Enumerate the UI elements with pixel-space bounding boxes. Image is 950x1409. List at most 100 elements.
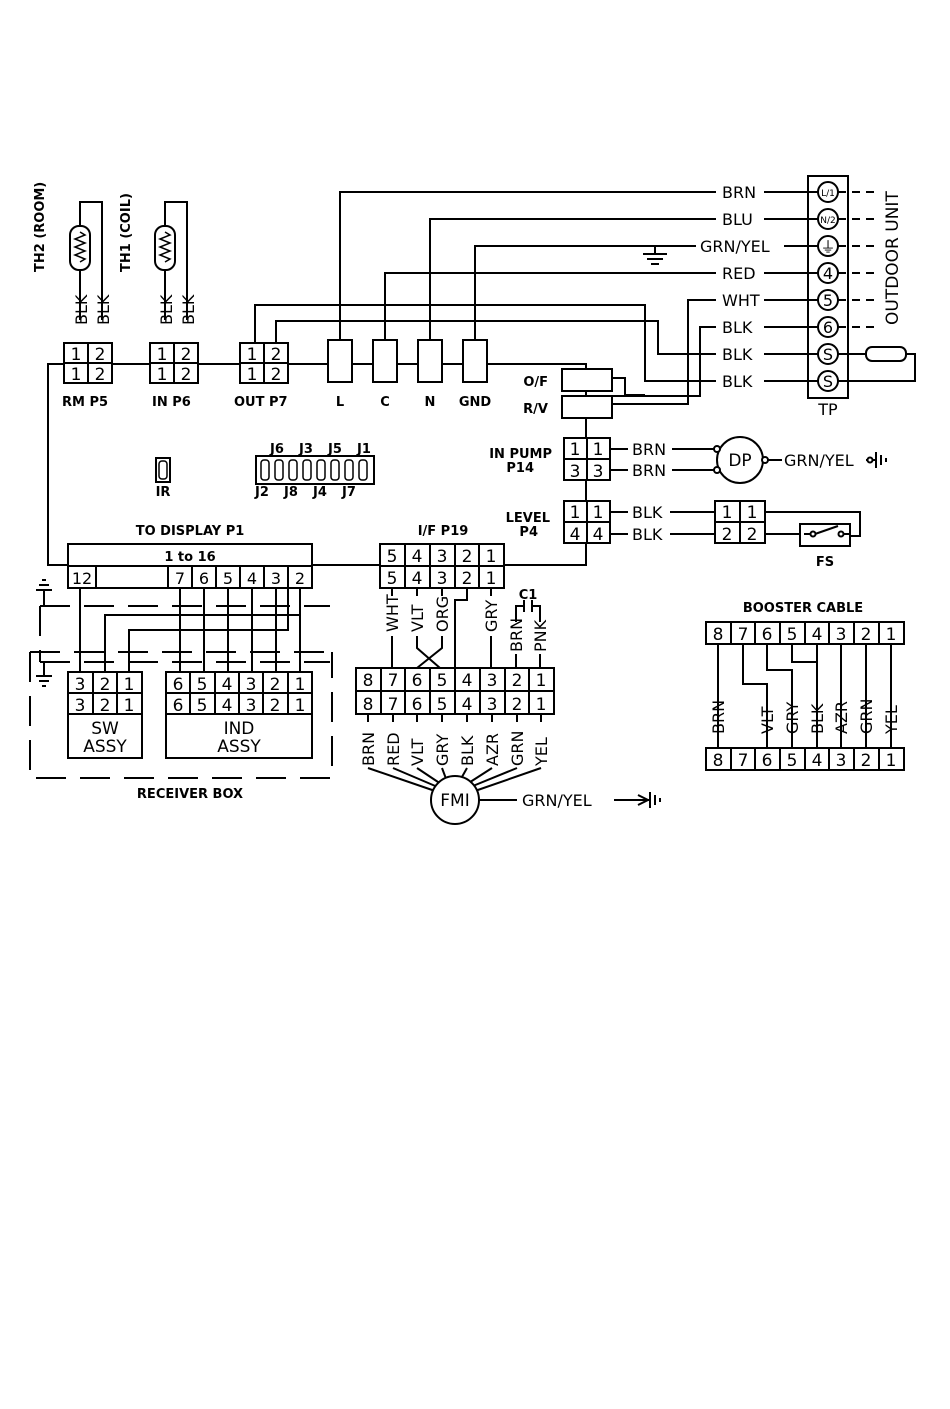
receiver-box: RECEIVER BOX 3 2 1 3 2 1 SW ASSY 6 5 4 3… <box>29 651 333 802</box>
svg-text:1: 1 <box>247 365 258 385</box>
svg-text:1: 1 <box>536 671 547 691</box>
svg-text:4: 4 <box>412 547 423 567</box>
level-wiring: BLK BLK 1 1 2 2 FS <box>610 500 861 570</box>
svg-text:3: 3 <box>437 547 448 567</box>
svg-text:2: 2 <box>271 365 282 385</box>
p7-label: OUT P7 <box>234 395 288 410</box>
if-wiring: WHT VLT ORG GRY C1 BRN PNK <box>383 588 550 669</box>
svg-text:3: 3 <box>487 671 498 691</box>
ind-assy-label-2: ASSY <box>217 737 261 757</box>
svg-text:1: 1 <box>570 440 581 460</box>
svg-text:5: 5 <box>197 696 208 716</box>
if-wire-wht: WHT <box>383 594 402 632</box>
fmi-wire-grn: GRN <box>508 731 527 766</box>
level-wire-blk-2: BLK <box>632 525 663 544</box>
sw-assy-label-2: ASSY <box>83 737 127 757</box>
svg-text:4: 4 <box>570 525 581 545</box>
svg-text:4: 4 <box>823 264 833 283</box>
svg-text:7: 7 <box>388 695 399 715</box>
wire-blu-label: BLU <box>722 210 753 229</box>
svg-text:1: 1 <box>886 751 897 771</box>
relay-of: O/F <box>523 368 613 392</box>
level-connector: 1 1 4 4 LEVEL P4 <box>506 500 611 545</box>
th2-wire-label-1: BLK <box>72 294 91 325</box>
if-p19-connector: I/F P19 5 4 3 2 1 5 4 3 2 1 <box>379 524 505 589</box>
jumper-j7-label: J7 <box>341 485 356 500</box>
svg-text:7: 7 <box>388 671 399 691</box>
svg-text:N/2: N/2 <box>820 216 836 226</box>
wire-blk-label-3: BLK <box>722 372 753 391</box>
booster-wire-yel: YEL <box>882 705 901 735</box>
svg-text:6: 6 <box>199 569 209 588</box>
ind-assy-label-1: IND <box>224 719 255 739</box>
svg-text:2: 2 <box>181 345 192 365</box>
capacitor-c1-label: C1 <box>519 588 538 603</box>
relay-rv: R/V <box>523 395 613 419</box>
fmi-wire-blk: BLK <box>458 735 477 766</box>
connector-p5: 1 2 1 2 RM P5 <box>62 342 113 410</box>
th1-label: TH1 (COIL) <box>119 193 134 272</box>
svg-text:3: 3 <box>75 696 86 716</box>
svg-text:4: 4 <box>593 525 604 545</box>
svg-text:4: 4 <box>222 696 233 716</box>
in-pump-label: IN PUMP <box>489 447 552 462</box>
connector-p6: 1 2 1 2 IN P6 <box>149 342 199 410</box>
jumper-j6-label: J6 <box>269 442 284 457</box>
display-receiver-wiring <box>36 579 330 687</box>
svg-text:8: 8 <box>363 671 374 691</box>
terminal-gnd-label: GND <box>459 395 492 410</box>
wire-blk-label-1: BLK <box>722 318 753 337</box>
th1-wire-label-1: BLK <box>157 294 176 325</box>
fmi-wire-red: RED <box>384 732 403 766</box>
ir-jumper: IR <box>155 457 171 500</box>
svg-text:2: 2 <box>95 365 106 385</box>
booster-wire-grn: GRN <box>857 699 876 734</box>
th2-wire-label-2: BLK <box>94 294 113 325</box>
svg-text:4: 4 <box>462 671 473 691</box>
svg-text:3: 3 <box>437 569 448 589</box>
svg-text:1: 1 <box>124 675 135 695</box>
pump-ground-label: GRN/YEL <box>784 451 854 470</box>
fuse-symbol <box>838 346 916 382</box>
svg-text:2: 2 <box>270 696 281 716</box>
svg-text:S: S <box>823 345 833 364</box>
svg-text:7: 7 <box>738 625 749 645</box>
terminal-l-label: L <box>336 395 344 410</box>
receiver-box-label: RECEIVER BOX <box>137 787 243 802</box>
svg-text:6: 6 <box>762 625 773 645</box>
svg-text:3: 3 <box>570 462 581 482</box>
svg-text:3: 3 <box>75 675 86 695</box>
svg-text:3: 3 <box>836 625 847 645</box>
in-pump-p14-label: P14 <box>506 461 534 476</box>
terminal-n-label: N <box>425 395 436 410</box>
outdoor-dashed-leads <box>838 191 878 328</box>
svg-text:8: 8 <box>713 751 724 771</box>
fmi-wire-yel: YEL <box>532 737 551 767</box>
svg-text:2: 2 <box>462 547 473 567</box>
fmi-connector: 8 7 6 5 4 3 2 1 8 7 6 5 4 3 2 1 <box>355 667 555 715</box>
svg-text:1: 1 <box>593 440 604 460</box>
fmi-wire-brn: BRN <box>359 732 378 766</box>
in-pump-connector: 1 1 3 3 IN PUMP P14 <box>489 437 611 482</box>
svg-text:6: 6 <box>762 751 773 771</box>
svg-text:1: 1 <box>593 503 604 523</box>
svg-text:5: 5 <box>437 695 448 715</box>
svg-text:1: 1 <box>486 569 497 589</box>
booster-wire-blk: BLK <box>808 703 827 734</box>
booster-wire-azr: AZR <box>832 701 851 734</box>
booster-cable-title: BOOSTER CABLE <box>743 601 863 616</box>
svg-text:1: 1 <box>157 345 168 365</box>
svg-text:3: 3 <box>271 569 281 588</box>
tp-terminal-s2: S <box>817 370 839 392</box>
pcb-power-terminals: L C N GND <box>327 339 492 410</box>
svg-text:1: 1 <box>536 695 547 715</box>
svg-text:2: 2 <box>861 751 872 771</box>
svg-text:1: 1 <box>71 365 82 385</box>
display-connector: TO DISPLAY P1 1 to 16 12 7 6 5 4 3 2 <box>67 524 313 589</box>
svg-text:2: 2 <box>100 696 111 716</box>
svg-text:2: 2 <box>100 675 111 695</box>
booster-wire-gry: GRY <box>783 702 802 734</box>
in-pump-wiring: BRN BRN DP GRN/YEL <box>610 436 887 484</box>
svg-text:3: 3 <box>836 751 847 771</box>
svg-text:R/V: R/V <box>523 402 548 417</box>
